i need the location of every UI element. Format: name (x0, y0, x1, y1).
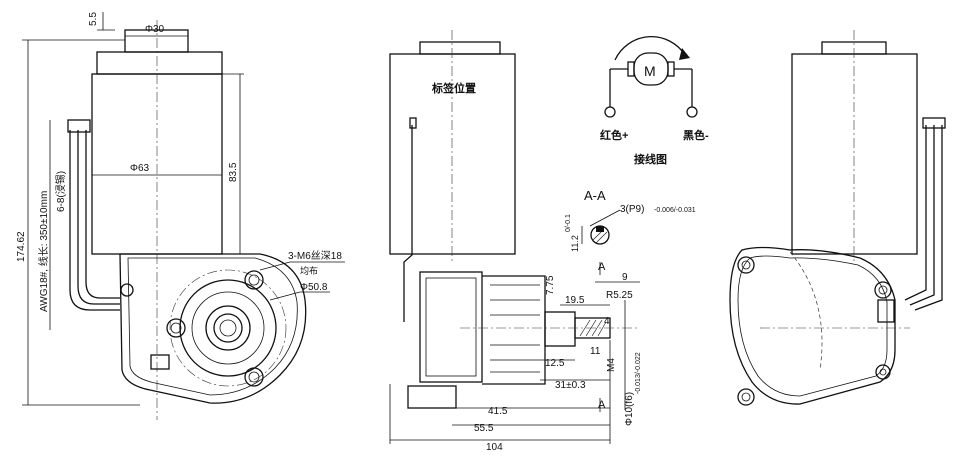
section-key: 3(P9) (620, 204, 644, 215)
section-mark-top: A (598, 261, 606, 273)
dim-thread: M4 (606, 358, 617, 372)
dim-wire-gauge: AWG18#, 线长: 350±10mm (37, 191, 50, 312)
dim-pcd: Φ50.8 (300, 282, 328, 293)
dim-top-gap: 5.5 (88, 12, 99, 26)
section-depth-tol: 0/-0.1 (565, 214, 572, 232)
dim-12-5: 12.5 (545, 358, 565, 369)
right-view (729, 30, 946, 406)
section-depth: 11.2 (570, 235, 580, 252)
left-view (22, 12, 345, 420)
wiring-title: 接线图 (634, 152, 667, 166)
wiring-diagram (604, 36, 698, 118)
dim-19-5: 19.5 (565, 295, 585, 306)
dim-body-dia: Φ63 (130, 163, 150, 174)
dim-wire-strip: 6-8(浸锡) (54, 171, 67, 212)
section-key-tol: -0.006/-0.031 (654, 207, 696, 214)
dim-31: 31±0.3 (555, 380, 586, 391)
dim-11: 11 (590, 346, 601, 357)
dim-holes-sub: 均布 (300, 265, 318, 276)
dim-total-height: 174.62 (16, 231, 27, 262)
dim-shaft-len: 7.75 (545, 275, 556, 295)
motor-symbol: M (644, 63, 656, 79)
dim-104: 104 (486, 442, 503, 453)
section-aa (581, 209, 621, 245)
dim-radius: R5.25 (606, 290, 633, 301)
dim-holes: 3-M6丝深18 (288, 250, 342, 262)
black-terminal-label: 黑色- (683, 128, 709, 142)
middle-view (389, 30, 640, 444)
dim-shaft-dia: Φ10(f6) (624, 392, 635, 426)
dim-body-height: 83.5 (228, 162, 239, 182)
dim-41-5: 41.5 (488, 406, 508, 417)
red-terminal-label: 红色+ (600, 128, 628, 142)
section-title: A-A (584, 188, 606, 203)
dim-body-dia-top: Φ30 (145, 24, 165, 35)
dim-9: 9 (622, 272, 628, 283)
dim-55-5: 55.5 (474, 423, 494, 434)
dim-4: 4 (604, 316, 610, 327)
section-mark-bottom: A (598, 399, 606, 411)
label-position: 标签位置 (431, 81, 476, 95)
dim-shaft-tol: -0.013/-0.022 (635, 352, 642, 394)
